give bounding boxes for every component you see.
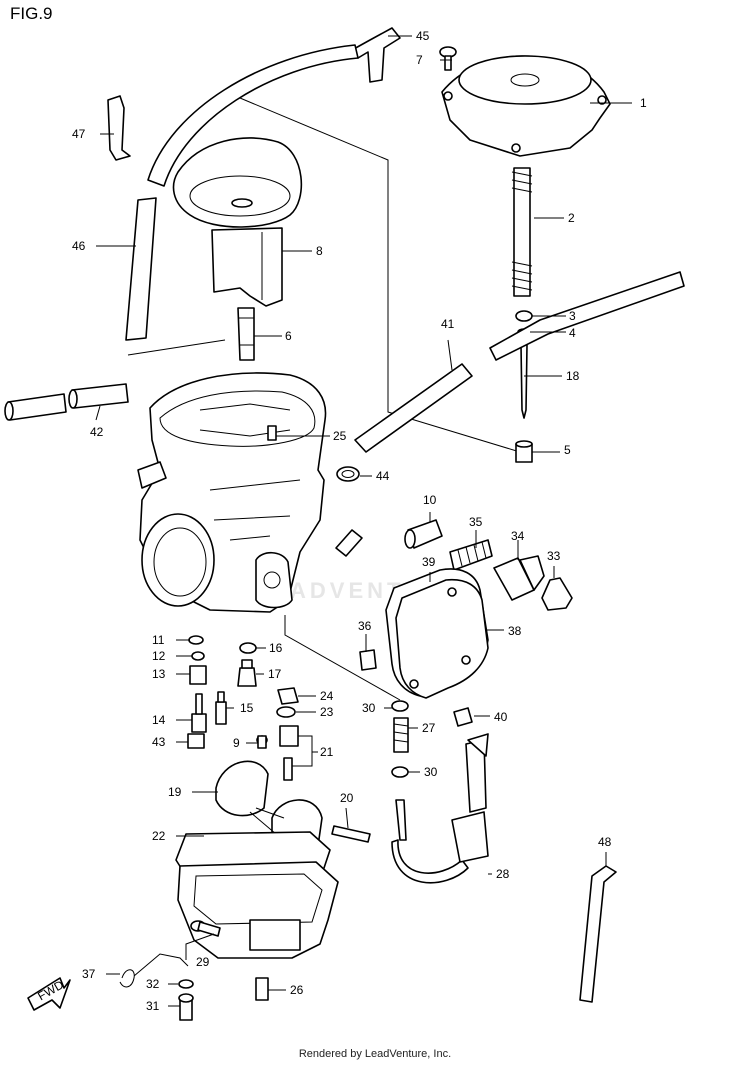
callout-46: 46 <box>72 239 86 253</box>
callout-28: 28 <box>496 867 510 881</box>
part-21-float-valve <box>279 725 299 781</box>
callout-21: 21 <box>320 745 334 759</box>
callout-34: 34 <box>511 529 525 543</box>
callout-5: 5 <box>564 443 571 457</box>
callout-37: 37 <box>82 967 96 981</box>
callout-3: 3 <box>569 309 576 323</box>
assembly-outline <box>127 97 521 701</box>
callout-6: 6 <box>285 329 292 343</box>
callout-30-upper: 30 <box>362 701 376 715</box>
part-27-spring <box>393 717 409 753</box>
callout-20: 20 <box>340 791 354 805</box>
callout-11: 11 <box>152 633 165 647</box>
part-33-cap <box>541 577 573 611</box>
callout-30-lower: 30 <box>424 765 438 779</box>
callout-38: 38 <box>508 624 522 638</box>
part-2-spring <box>511 167 533 297</box>
part-14-jet <box>191 693 207 733</box>
callout-7: 7 <box>416 53 423 67</box>
part-37-wire <box>119 953 189 988</box>
part-9-screw <box>256 735 268 749</box>
callout-23: 23 <box>320 705 334 719</box>
part-1-top-cap <box>441 55 611 157</box>
callout-2: 2 <box>568 211 575 225</box>
part-32-washer <box>178 979 194 989</box>
part-15-jet <box>215 691 227 725</box>
part-10-plunger <box>404 519 443 549</box>
callout-35: 35 <box>469 515 483 529</box>
part-6-needle-holder <box>237 307 255 361</box>
part-28-cable <box>391 733 489 884</box>
callout-16: 16 <box>269 641 283 655</box>
part-8-diaphragm <box>172 137 303 307</box>
callout-44: 44 <box>376 469 390 483</box>
callout-8: 8 <box>316 244 323 258</box>
part-11-washer <box>188 635 204 645</box>
callout-47: 47 <box>72 127 86 141</box>
part-43-jet <box>187 733 205 749</box>
part-34-nut <box>493 555 545 601</box>
callout-31: 31 <box>146 999 160 1013</box>
part-38-cover <box>395 578 489 699</box>
part-23-o-ring <box>276 706 296 718</box>
callout-48: 48 <box>598 835 612 849</box>
part-41-hose <box>354 271 685 453</box>
callout-33: 33 <box>547 549 561 563</box>
part-42-hose <box>4 383 129 421</box>
part-17-jet <box>237 659 257 687</box>
callout-27: 27 <box>422 721 436 735</box>
figure-title: FIG.9 <box>10 4 53 23</box>
part-13-nut <box>189 665 207 685</box>
callout-42: 42 <box>90 425 104 439</box>
callout-15: 15 <box>240 701 254 715</box>
part-48-tool <box>579 865 617 1003</box>
part-46-hose <box>125 44 359 341</box>
part-30-washer-upper <box>391 700 409 712</box>
carburetor-body <box>137 372 363 613</box>
part-7-screw <box>439 46 457 71</box>
callout-19: 19 <box>168 785 182 799</box>
callout-40: 40 <box>494 710 508 724</box>
footer-credit: Rendered by LeadVenture, Inc. <box>298 1048 452 1060</box>
float-bowl <box>177 861 339 959</box>
part-26-screw <box>255 977 269 1001</box>
callout-25: 25 <box>333 429 347 443</box>
callout-39: 39 <box>422 555 436 569</box>
part-30-washer-lower <box>391 766 409 778</box>
callout-32: 32 <box>146 977 160 991</box>
callout-9: 9 <box>233 736 240 750</box>
callout-43: 43 <box>152 735 166 749</box>
callout-13: 13 <box>152 667 166 681</box>
callout-24: 24 <box>320 689 334 703</box>
part-29-screw <box>190 920 221 937</box>
callout-10: 10 <box>423 493 437 507</box>
callout-14: 14 <box>152 713 166 727</box>
part-31-screw <box>178 993 194 1021</box>
callout-labels: 1 2 3 4 5 6 7 8 9 10 11 12 13 14 15 16 1… <box>72 29 647 1013</box>
part-36-plug <box>359 649 377 671</box>
callout-22: 22 <box>152 829 166 843</box>
callout-41: 41 <box>441 317 455 331</box>
fwd-arrow-icon: FWD <box>27 977 71 1011</box>
part-35-spring <box>449 539 493 571</box>
callout-29: 29 <box>196 955 210 969</box>
callout-12: 12 <box>152 649 166 663</box>
callout-18: 18 <box>566 369 580 383</box>
part-47-bracket <box>107 95 131 161</box>
part-40-screw <box>453 707 473 727</box>
part-24-jet <box>277 687 299 705</box>
part-44-o-ring <box>336 466 360 482</box>
part-20-rod <box>331 825 371 843</box>
callout-45: 45 <box>416 29 430 43</box>
callout-36: 36 <box>358 619 372 633</box>
callout-26: 26 <box>290 983 304 997</box>
leader-lines <box>95 35 632 1007</box>
callout-1: 1 <box>640 96 647 110</box>
callout-17: 17 <box>268 667 282 681</box>
part-12-washer <box>191 651 205 661</box>
callout-4: 4 <box>569 326 576 340</box>
part-16-washer <box>239 642 257 654</box>
